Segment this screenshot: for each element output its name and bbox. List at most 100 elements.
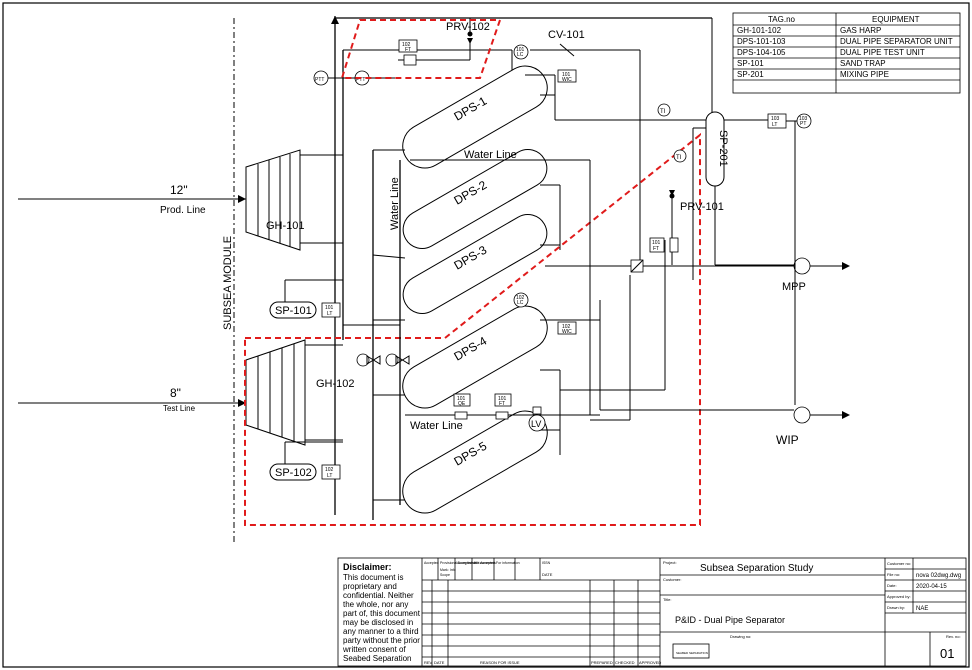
ti-lower: TI bbox=[673, 149, 687, 163]
legend-table: TAG.no EQUIPMENT GH-101-102 GAS HARP DPS… bbox=[732, 12, 961, 94]
svg-text:ISSN: ISSN bbox=[542, 561, 551, 565]
svg-text:TI: TI bbox=[676, 155, 682, 161]
svg-text:Accepted: Accepted bbox=[424, 561, 439, 565]
svg-text:MPP: MPP bbox=[782, 281, 806, 293]
svg-text:SP-201: SP-201 bbox=[737, 70, 764, 79]
svg-text:Scope: Scope bbox=[440, 573, 450, 577]
prv102-highlight bbox=[340, 19, 502, 79]
svg-text:101: 101 bbox=[457, 396, 466, 402]
svg-text:may be disclosed in: may be disclosed in bbox=[343, 618, 413, 627]
prv-102[interactable]: 102 FT PRV-102 bbox=[398, 21, 490, 66]
test-line-name: Test Line bbox=[163, 404, 196, 413]
cv101-label: CV-101 bbox=[548, 29, 585, 41]
svg-text:DUAL PIPE SEPARATOR UNIT: DUAL PIPE SEPARATOR UNIT bbox=[840, 37, 953, 46]
svg-text:Provisional Acceptance: Provisional Acceptance bbox=[440, 561, 476, 565]
svg-text:DPS-101-103: DPS-101-103 bbox=[737, 37, 786, 46]
prod-line-size: 12" bbox=[170, 183, 188, 197]
svg-text:101: 101 bbox=[498, 396, 507, 402]
svg-text:proprietary and: proprietary and bbox=[343, 582, 397, 591]
svg-text:DPS-104-105: DPS-104-105 bbox=[737, 48, 786, 57]
svg-text:PT: PT bbox=[800, 121, 806, 127]
svg-text:QE: QE bbox=[458, 401, 466, 407]
svg-text:For information: For information bbox=[496, 561, 520, 565]
test-line-size: 8" bbox=[170, 386, 181, 400]
revision-number: 01 bbox=[940, 646, 954, 661]
vessel-dps4: DPS-4 bbox=[402, 305, 548, 409]
svg-text:Rev. no:: Rev. no: bbox=[946, 634, 961, 639]
svg-text:Customer:: Customer: bbox=[663, 577, 681, 582]
svg-text:101: 101 bbox=[652, 240, 661, 246]
ft-101-lower: 101 FT bbox=[494, 393, 512, 420]
drawing-title: P&ID - Dual Pipe Separator bbox=[675, 615, 785, 625]
vessel-dps5: DPS-5 bbox=[402, 410, 548, 514]
pump-mpp: MPP bbox=[782, 257, 850, 293]
svg-text:SP-101: SP-101 bbox=[737, 59, 764, 68]
mixing-pipe-sp201: SP-201 103 LT 103 PT bbox=[705, 111, 812, 266]
wic-101-top: 101 WIC bbox=[557, 69, 577, 83]
disclaimer-title: Disclaimer: bbox=[343, 562, 392, 572]
svg-text:any manner to a third: any manner to a third bbox=[343, 627, 419, 636]
wic-102: 102 WIC bbox=[557, 321, 577, 335]
svg-text:101: 101 bbox=[325, 305, 334, 311]
svg-text:101: 101 bbox=[516, 47, 525, 53]
svg-text:102: 102 bbox=[402, 42, 411, 48]
svg-text:LT: LT bbox=[772, 122, 777, 128]
svg-text:Project:: Project: bbox=[663, 560, 677, 565]
svg-text:REV: REV bbox=[424, 660, 433, 665]
prod-line-name: Prod. Line bbox=[160, 205, 206, 216]
svg-text:DUAL PIPE TEST UNIT: DUAL PIPE TEST UNIT bbox=[840, 48, 925, 57]
svg-text:nova 02dwg.dwg: nova 02dwg.dwg bbox=[916, 573, 961, 579]
svg-text:PTT: PTT bbox=[315, 77, 324, 83]
water-line-vertical: Water Line bbox=[389, 177, 401, 230]
svg-text:DATE: DATE bbox=[542, 572, 553, 577]
water-line-upper: Water Line bbox=[464, 149, 517, 161]
svg-text:102: 102 bbox=[325, 467, 334, 473]
legend-header-equipment: EQUIPMENT bbox=[872, 15, 920, 24]
svg-text:FT: FT bbox=[405, 47, 411, 53]
prv-101[interactable]: PRV-101 101 FT bbox=[649, 127, 724, 280]
svg-text:WIC: WIC bbox=[562, 77, 572, 83]
ptt-left: PTT bbox=[313, 70, 335, 86]
lv-valve[interactable]: LV bbox=[528, 406, 546, 432]
svg-text:DATE: DATE bbox=[434, 660, 445, 665]
svg-text:PREPARED: PREPARED bbox=[591, 660, 613, 665]
svg-text:REASON FOR ISSUE: REASON FOR ISSUE bbox=[480, 660, 520, 665]
xv-left-valves[interactable] bbox=[356, 353, 410, 367]
svg-text:TI: TI bbox=[660, 109, 666, 115]
svg-text:Approved by:: Approved by: bbox=[887, 594, 911, 599]
svg-text:WIC: WIC bbox=[562, 329, 572, 335]
svg-text:103: 103 bbox=[799, 116, 808, 122]
svg-text:part of, this document: part of, this document bbox=[343, 609, 421, 618]
gh101-label: GH-101 bbox=[266, 220, 305, 232]
svg-text:Title:: Title: bbox=[663, 597, 672, 602]
lc-102: 102 LC bbox=[513, 292, 529, 308]
svg-text:APPROVED: APPROVED bbox=[639, 660, 661, 665]
svg-text:This document is: This document is bbox=[343, 573, 403, 582]
svg-text:LC: LC bbox=[517, 300, 524, 306]
pump-wip: WIP bbox=[600, 121, 850, 447]
svg-text:Drawn by:: Drawn by: bbox=[887, 605, 905, 610]
svg-text:PTT: PTT bbox=[356, 77, 365, 83]
svg-text:CHECKED: CHECKED bbox=[615, 660, 635, 665]
svg-text:LT: LT bbox=[327, 311, 332, 317]
svg-text:SP-201: SP-201 bbox=[717, 130, 729, 167]
lc-101-top: 101 LC bbox=[513, 44, 529, 60]
company-logo: SEABED SEPARATION bbox=[676, 651, 708, 655]
svg-text:SP-102: SP-102 bbox=[275, 467, 312, 479]
test-module-highlight bbox=[244, 132, 701, 526]
svg-text:102: 102 bbox=[516, 295, 525, 301]
svg-text:Drawing no:: Drawing no: bbox=[730, 634, 751, 639]
test-line: 8" Test Line bbox=[18, 386, 246, 413]
svg-text:LC: LC bbox=[517, 52, 524, 58]
title-block: Disclaimer: This document is proprietary… bbox=[337, 557, 967, 667]
svg-text:FT: FT bbox=[499, 401, 505, 407]
ti-upper: TI bbox=[657, 103, 671, 117]
svg-text:GAS HARP: GAS HARP bbox=[840, 26, 881, 35]
svg-text:101: 101 bbox=[562, 72, 571, 78]
svg-text:SP-101: SP-101 bbox=[275, 305, 312, 317]
prv102-label: PRV-102 bbox=[446, 21, 490, 33]
svg-text:2020-04-15: 2020-04-15 bbox=[916, 584, 947, 590]
subsea-module-label: SUBSEA MODULE bbox=[222, 236, 234, 330]
svg-text:Date:: Date: bbox=[887, 583, 897, 588]
